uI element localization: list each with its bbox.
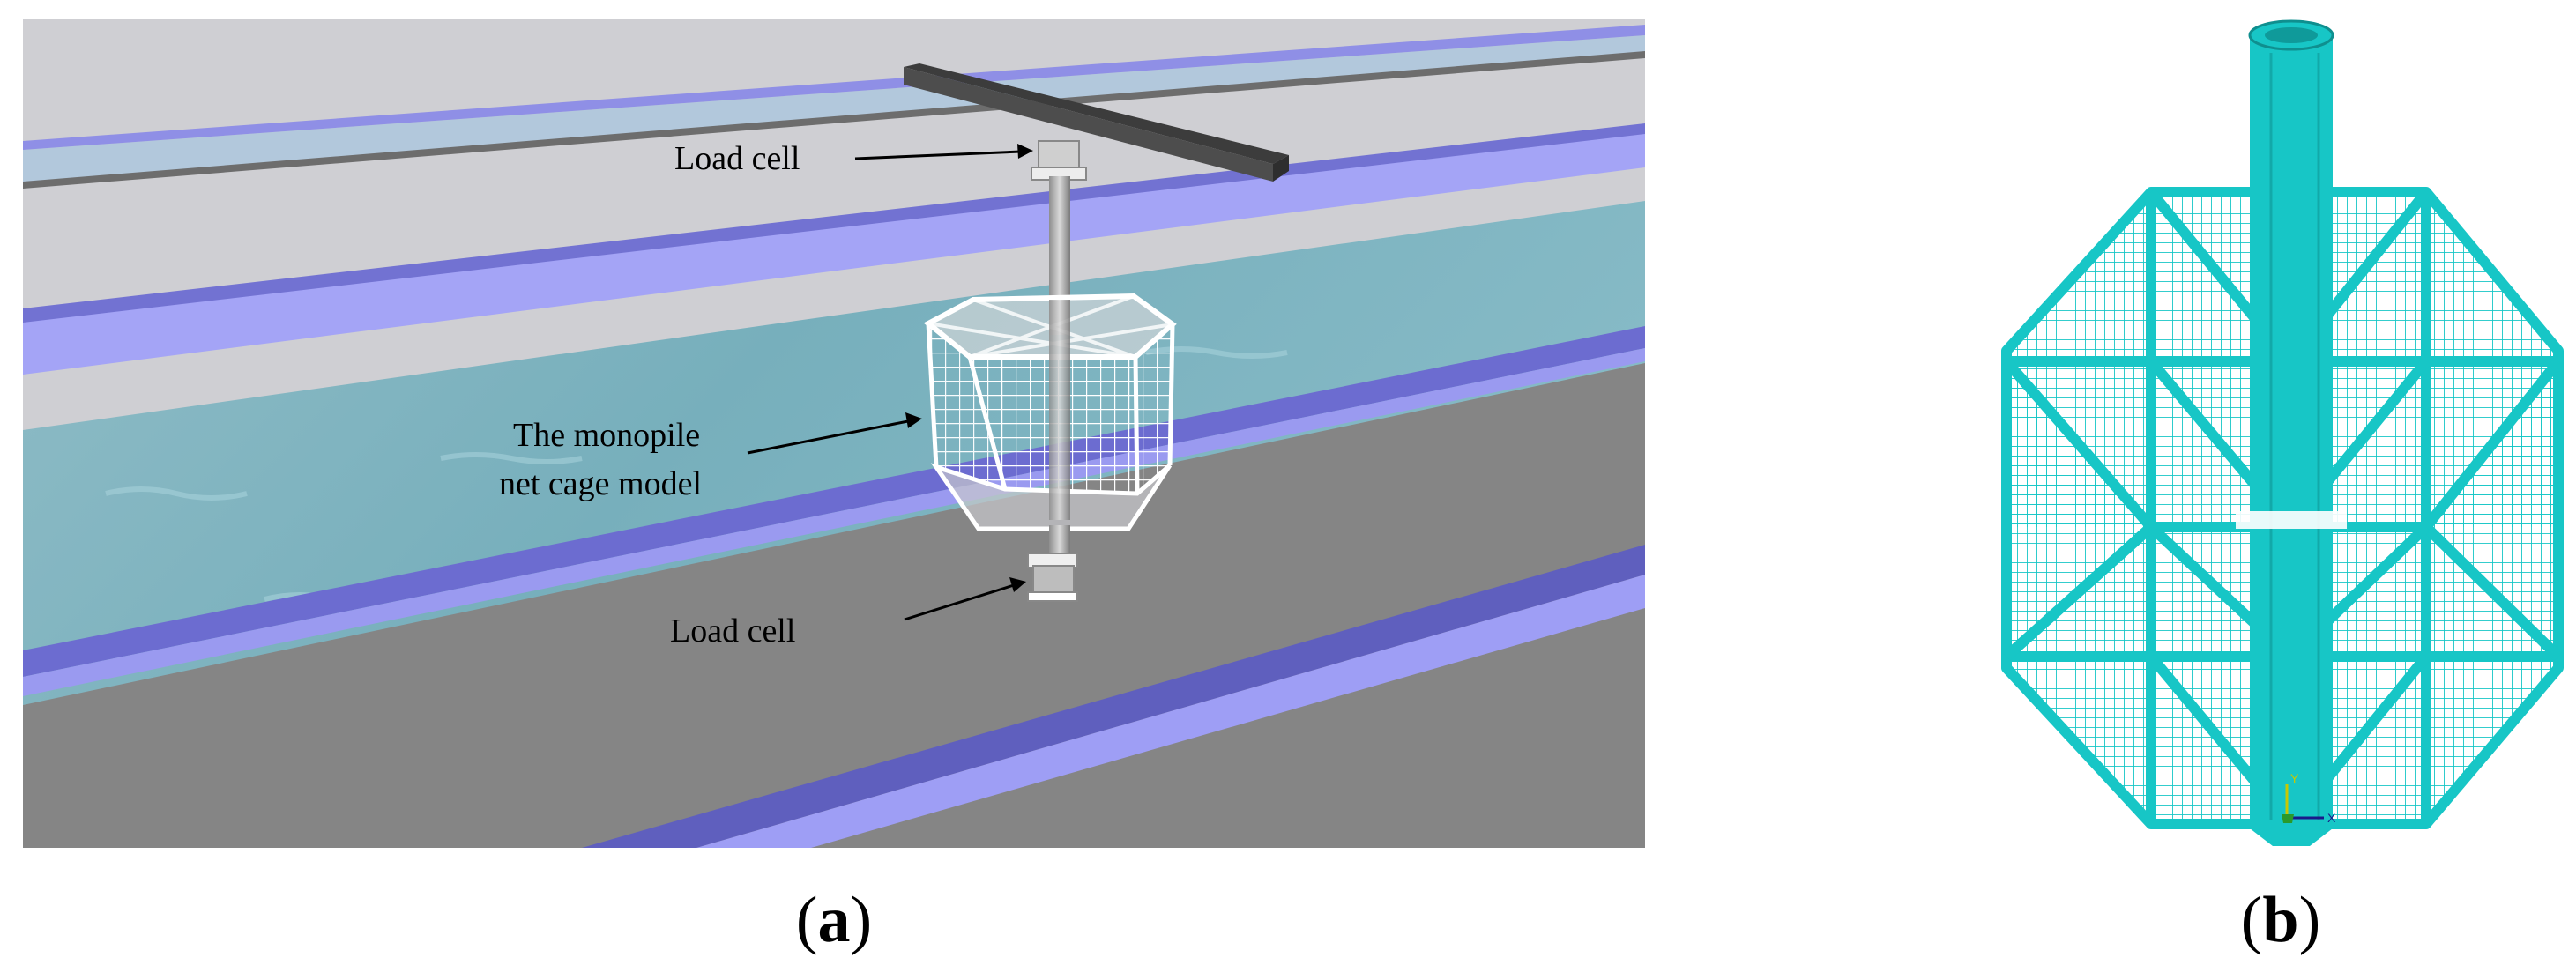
net-cage-model-label-line1: The monopile — [513, 417, 700, 454]
net-cage-model-label-line2: net cage model — [499, 465, 702, 502]
far-rail-line — [23, 25, 1645, 150]
upper-blue-rail — [23, 128, 1645, 375]
fe-axis-triad: Y X — [2282, 771, 2336, 825]
top-load-cell-arrowhead — [1017, 144, 1033, 159]
net-cage-model-arrow — [747, 419, 909, 455]
fe-axis-x-label: X — [2327, 811, 2336, 825]
lower-blue-rail-light — [23, 348, 1645, 696]
bottom-load-cell-arrowhead — [1009, 577, 1026, 592]
bottom-load-cell — [1027, 525, 1078, 602]
far-rail-edge — [23, 51, 1645, 189]
fe-monopile-tip — [2250, 828, 2333, 846]
bottom-load-cell-label: Load cell — [670, 612, 795, 650]
panel-b-label: (b) — [2241, 884, 2320, 956]
carriage-beam — [904, 63, 1289, 182]
fe-monopile — [2250, 35, 2333, 828]
fe-monopile-bore — [2265, 27, 2318, 43]
top-load-cell-label: Load cell — [674, 140, 800, 177]
front-blue-rail-light — [696, 575, 1645, 848]
net-cage-model — [923, 293, 1177, 531]
bottom-load-cell-arrow — [904, 583, 1015, 621]
net-cage-model-arrowhead — [905, 412, 922, 428]
top-load-cell-arrow — [854, 150, 1022, 160]
panel-a-label: (a) — [796, 884, 872, 956]
fe-axis-y-label: Y — [2290, 771, 2299, 785]
flume-scene — [23, 19, 1645, 848]
lower-blue-rail — [23, 326, 1645, 677]
top-load-cell — [1031, 140, 1087, 181]
front-blue-rail — [582, 545, 1645, 848]
fe-net-cage-model: Y X — [2001, 19, 2564, 846]
flume-floor — [23, 363, 1645, 848]
upper-blue-rail-shade — [23, 123, 1645, 323]
panel-a-annotations: Load cell The monopile net cage model Lo… — [499, 140, 1033, 650]
